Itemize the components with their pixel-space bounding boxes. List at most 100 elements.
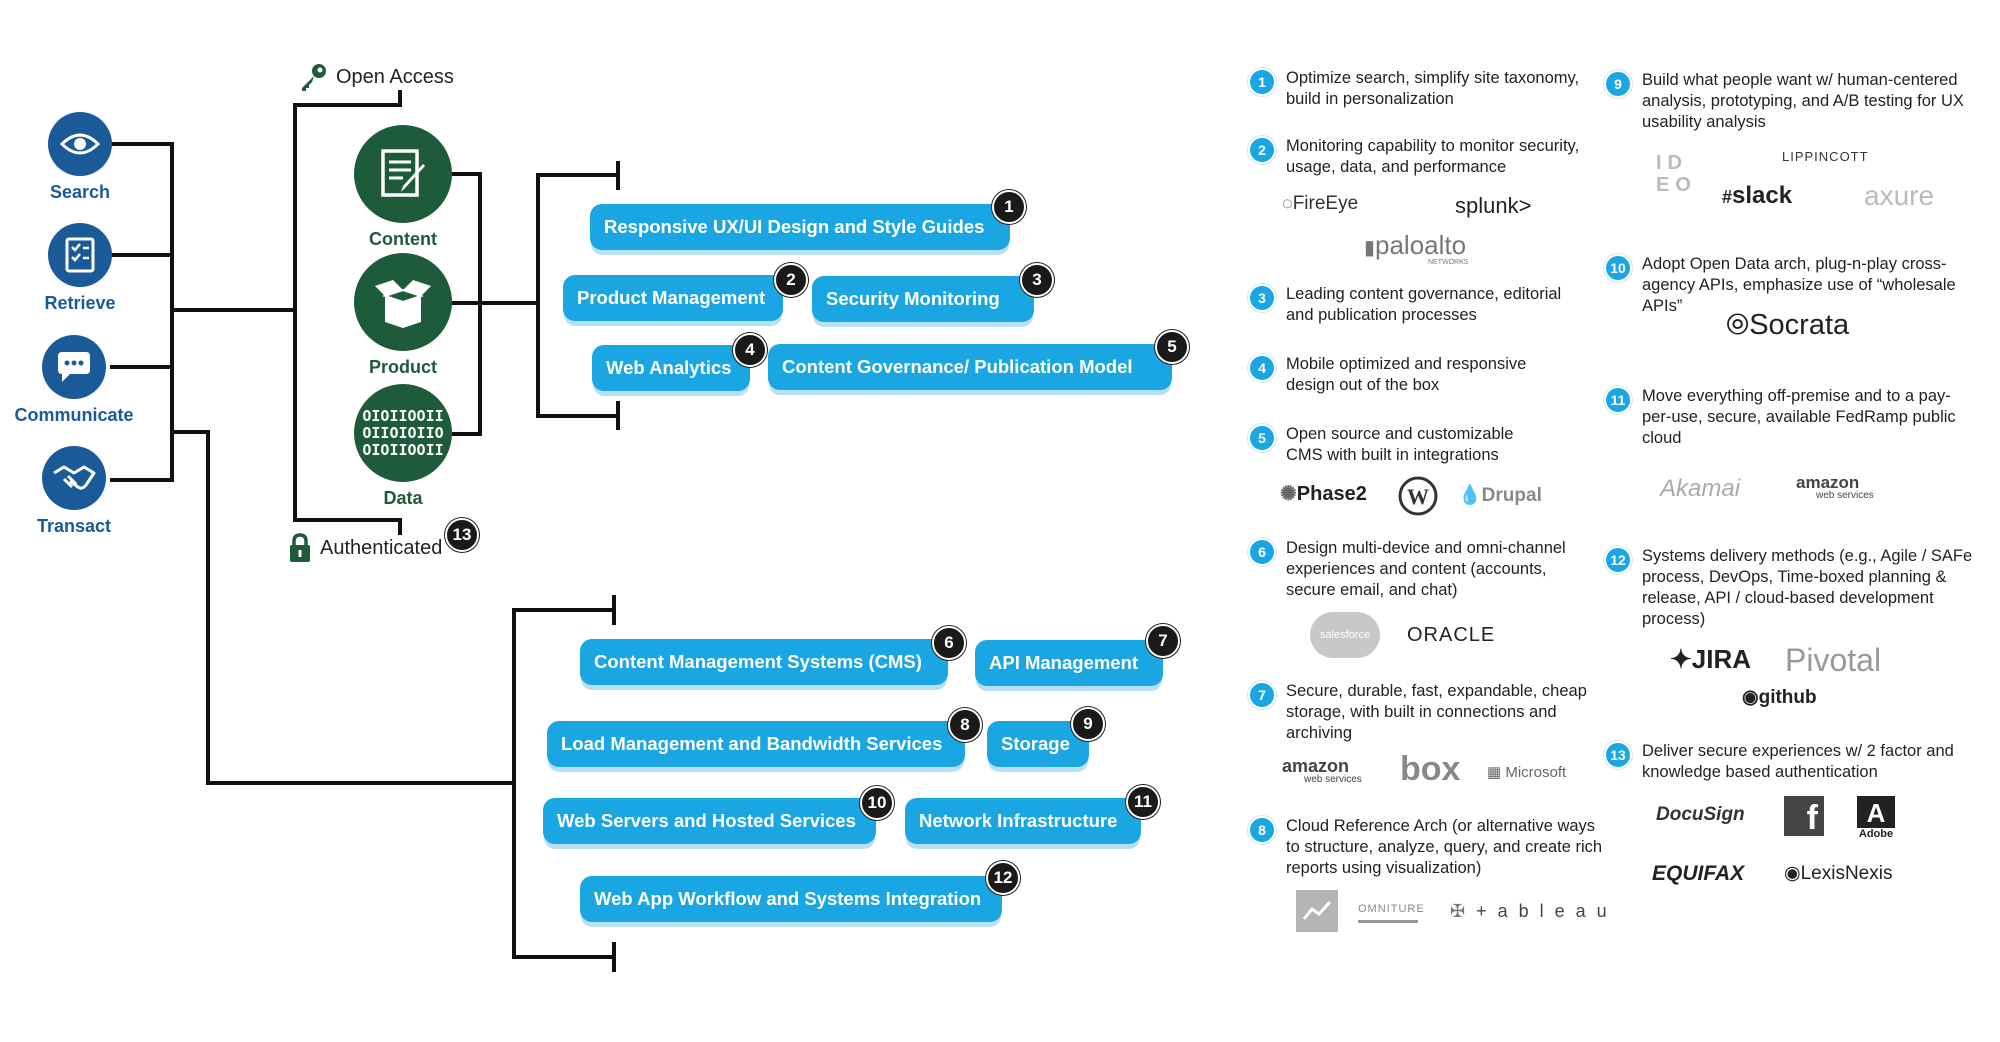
document-checklist-icon xyxy=(48,223,112,287)
logo-phase2: ✺Phase2 xyxy=(1280,481,1367,506)
logo-subtext: NETWORKS xyxy=(1428,259,1469,266)
layer-label: Product xyxy=(368,357,437,377)
legend-item-9: 9 Build what people want w/ human-center… xyxy=(1604,70,1974,133)
logo-fireeye: ◌FireEye xyxy=(1282,193,1358,215)
logo-github: ◉github xyxy=(1742,686,1817,709)
binary-data-icon: OIOIIOOII OIIOIOIIO OIOIIOOII xyxy=(354,384,452,482)
badge-12: 12 xyxy=(986,861,1020,895)
octocat-icon: ◉ xyxy=(1742,687,1759,708)
logo-text: paloalto xyxy=(1375,230,1467,260)
legend-item-12: 12 Systems delivery methods (e.g., Agile… xyxy=(1604,546,1974,630)
pill-api-management[interactable]: API Management xyxy=(975,640,1163,686)
legend-item-4: 4 Mobile optimized and responsive design… xyxy=(1248,354,1618,396)
action-communicate[interactable]: Communicate xyxy=(4,335,144,426)
logo-microsoft: ▦ Microsoft xyxy=(1487,763,1566,781)
drupal-icon: 💧 xyxy=(1458,485,1482,506)
logo-text: github xyxy=(1758,687,1817,708)
adobe-icon: A xyxy=(1857,796,1895,828)
logo-akamai: Akamai xyxy=(1660,475,1741,502)
logo-text: EO xyxy=(1656,174,1697,196)
layer-content[interactable]: Content xyxy=(333,125,473,250)
pill-security-monitoring[interactable]: Security Monitoring xyxy=(812,276,1034,322)
legend-item-7: 7 Secure, durable, fast, expandable, che… xyxy=(1248,681,1618,744)
pill-content-governance[interactable]: Content Governance/ Publication Model xyxy=(768,344,1172,390)
legend-text: Build what people want w/ human-centered… xyxy=(1642,71,1964,131)
legend-number: 6 xyxy=(1248,538,1276,566)
legend-number: 7 xyxy=(1248,681,1276,709)
logo-amazon-web-services-2: amazon web services xyxy=(1796,473,1874,501)
logo-box: box xyxy=(1400,750,1461,788)
lock-icon xyxy=(290,533,310,562)
pill-responsive-ux[interactable]: Responsive UX/UI Design and Style Guides xyxy=(590,204,1010,250)
action-search[interactable]: Search xyxy=(10,112,150,203)
logo-drupal: 💧Drupal xyxy=(1458,483,1542,507)
logo-text: Socrata xyxy=(1749,309,1850,341)
logo-omniture: OMNITURE xyxy=(1358,903,1425,923)
badge-10: 10 xyxy=(860,786,894,820)
logo-amazon-web-services: amazon web services xyxy=(1282,756,1362,785)
legend-number: 13 xyxy=(1604,741,1632,769)
legend-item-6: 6 Design multi-device and omni-channel e… xyxy=(1248,538,1618,601)
authenticated-text: Authenticated xyxy=(320,536,443,559)
badge-7: 7 xyxy=(1146,624,1180,658)
badge-11: 11 xyxy=(1126,785,1160,819)
legend-text: Mobile optimized and responsive design o… xyxy=(1286,355,1527,394)
pill-product-management[interactable]: Product Management xyxy=(563,275,783,321)
legend-number: 1 xyxy=(1248,68,1276,96)
legend-text: Secure, durable, fast, expandable, cheap… xyxy=(1286,682,1587,742)
legend-item-13: 13 Deliver secure experiences w/ 2 facto… xyxy=(1604,741,1974,783)
socrata-icon: ⦾ xyxy=(1726,309,1750,341)
tableau-icon: ✠ xyxy=(1450,901,1469,921)
logo-docusign: DocuSign xyxy=(1656,804,1745,825)
legend-text: Leading content governance, editorial an… xyxy=(1286,285,1562,324)
logo-ideo: ID EO xyxy=(1656,152,1697,196)
logo-text: + a b l e a u xyxy=(1476,901,1610,921)
pill-web-app-workflow[interactable]: Web App Workflow and Systems Integration xyxy=(580,876,1002,922)
legend-number: 8 xyxy=(1248,816,1276,844)
badge-9: 9 xyxy=(1071,707,1105,741)
badge-8: 8 xyxy=(948,708,982,742)
logo-axure: axure xyxy=(1864,180,1935,211)
pill-web-analytics[interactable]: Web Analytics xyxy=(592,345,750,391)
jira-icon: ✦ xyxy=(1670,644,1692,674)
action-label: Transact xyxy=(36,516,112,536)
legend-number: 3 xyxy=(1248,284,1276,312)
layer-product[interactable]: Product xyxy=(333,253,473,378)
phase2-icon: ✺ xyxy=(1280,483,1297,505)
legend-item-5: 5 Open source and customizable CMS with … xyxy=(1248,424,1618,466)
legend-number: 2 xyxy=(1248,136,1276,164)
logo-facebook: f xyxy=(1784,796,1824,837)
layer-data[interactable]: OIOIIOOII OIIOIOIIO OIOIIOOII Data xyxy=(333,384,473,509)
legend-item-11: 11 Move everything off-premise and to a … xyxy=(1604,386,1974,449)
logo-splunk: splunk> xyxy=(1455,193,1532,218)
wordpress-icon: W xyxy=(1398,476,1438,521)
layer-label: Data xyxy=(383,488,423,508)
logo-lippincott: LIPPINCOTT xyxy=(1782,149,1869,164)
logo-oracle: ORACLE xyxy=(1407,624,1496,646)
logo-text: ID xyxy=(1656,152,1688,174)
action-transact[interactable]: Transact xyxy=(4,446,144,537)
badge-2: 2 xyxy=(774,263,808,297)
logo-socrata: ⦾Socrata xyxy=(1726,309,1849,342)
legend-item-1: 1 Optimize search, simplify site taxonom… xyxy=(1248,68,1618,110)
slack-icon: # xyxy=(1722,187,1733,207)
pill-network-infrastructure[interactable]: Network Infrastructure xyxy=(905,798,1141,844)
pill-load-management[interactable]: Load Management and Bandwidth Services xyxy=(547,721,965,767)
logo-text: amazon xyxy=(1796,473,1860,492)
logo-equifax: EQUIFAX xyxy=(1652,862,1745,885)
badge-4: 4 xyxy=(733,333,767,367)
logo-text: slack xyxy=(1732,182,1793,209)
logo-salesforce: salesforce xyxy=(1310,612,1380,658)
legend-text: Open source and customizable CMS with bu… xyxy=(1286,425,1514,464)
logo-subtext: web services xyxy=(1816,490,1874,501)
paloalto-icon: ▮ xyxy=(1364,237,1376,259)
action-label: Communicate xyxy=(14,405,134,425)
action-retrieve[interactable]: Retrieve xyxy=(10,223,150,314)
logo-text: OMNITURE xyxy=(1358,903,1425,915)
legend-text: Optimize search, simplify site taxonomy,… xyxy=(1286,69,1580,108)
legend-text: Adopt Open Data arch, plug-n-play cross-… xyxy=(1642,255,1956,315)
pill-web-servers[interactable]: Web Servers and Hosted Services xyxy=(543,798,876,844)
pill-cms[interactable]: Content Management Systems (CMS) xyxy=(580,639,948,685)
logo-paloalto: ▮paloalto NETWORKS xyxy=(1364,230,1468,266)
